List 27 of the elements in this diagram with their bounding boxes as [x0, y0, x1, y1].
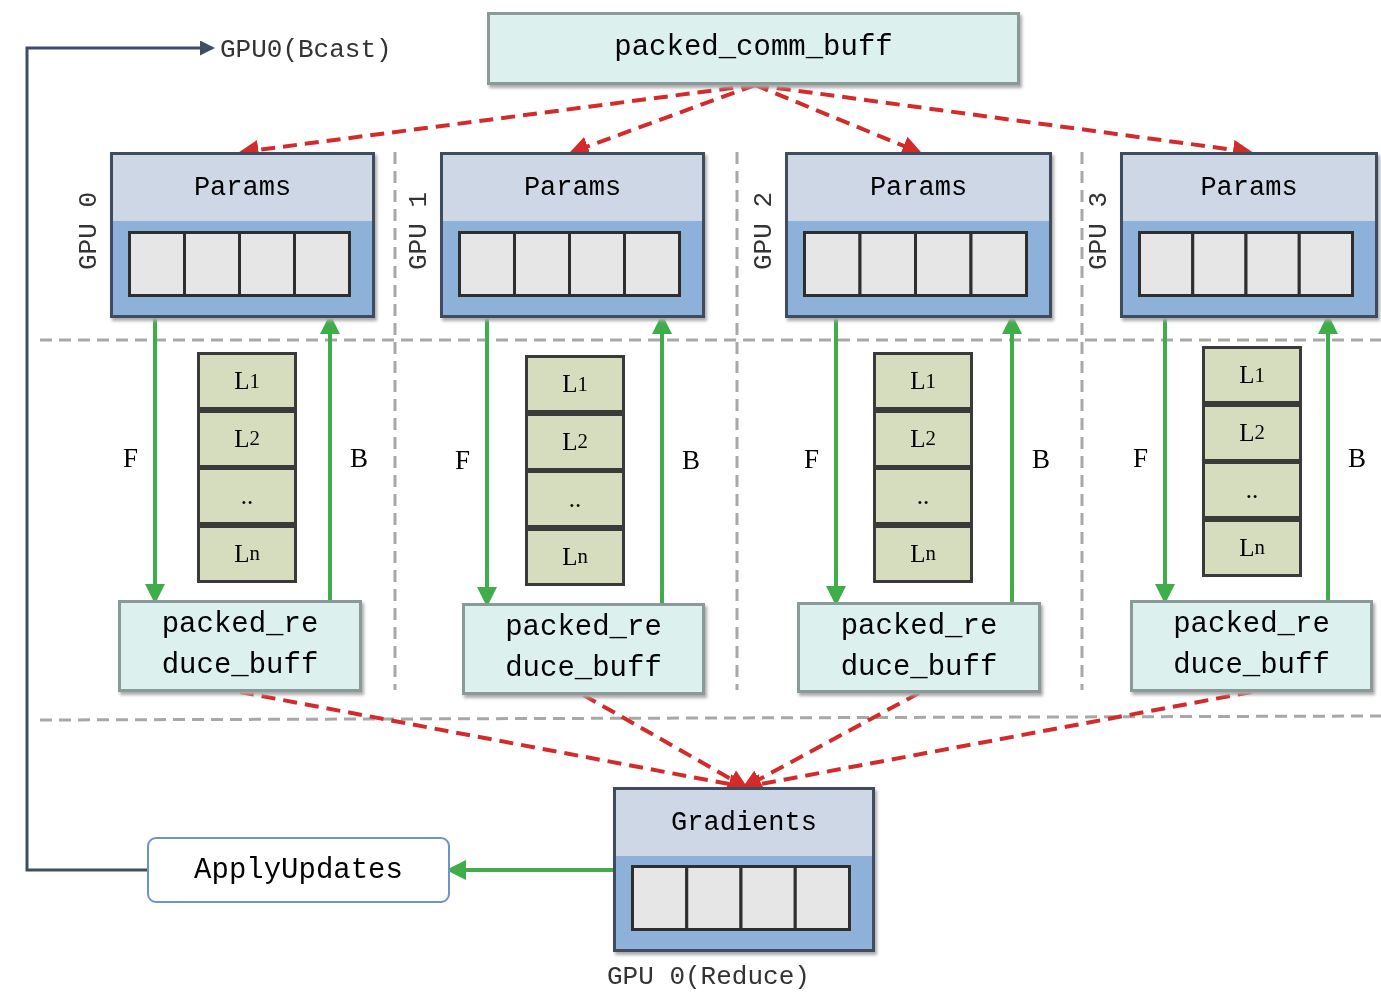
- parameter-block: [110, 152, 375, 318]
- buffer-box: packed_re duce_buff: [1130, 600, 1373, 692]
- buffer-box: packed_re duce_buff: [797, 602, 1041, 693]
- gpu-label: GPU 3: [1084, 192, 1114, 270]
- buffer-box: packed_comm_buff: [487, 12, 1020, 85]
- block-header: Params: [443, 155, 702, 221]
- gpu-label: GPU 1: [404, 192, 434, 270]
- layer-box: ..: [525, 470, 625, 528]
- block-header: Params: [113, 155, 372, 221]
- buffer-box: packed_re duce_buff: [118, 600, 362, 692]
- gpu-label: GPU 2: [749, 192, 779, 270]
- layer-box: ..: [1202, 461, 1302, 519]
- layer-box: ..: [197, 467, 297, 525]
- arrow: [25, 40, 215, 872]
- block-header: Params: [1123, 155, 1375, 221]
- block-header: Params: [788, 155, 1049, 221]
- layer-box: ..: [873, 467, 973, 525]
- parameter-block: [785, 152, 1052, 318]
- node-label: GPU0(Bcast): [212, 30, 442, 70]
- gpu-label: GPU 0(Reduce): [607, 962, 810, 992]
- block-header: Gradients: [616, 790, 872, 856]
- parameter-block: [440, 152, 705, 318]
- parameter-block: [613, 787, 875, 952]
- process-box: ApplyUpdates: [147, 837, 450, 903]
- parameter-block: [1120, 152, 1378, 318]
- buffer-box: packed_re duce_buff: [462, 603, 705, 695]
- gpu-label: GPU 0: [74, 192, 104, 270]
